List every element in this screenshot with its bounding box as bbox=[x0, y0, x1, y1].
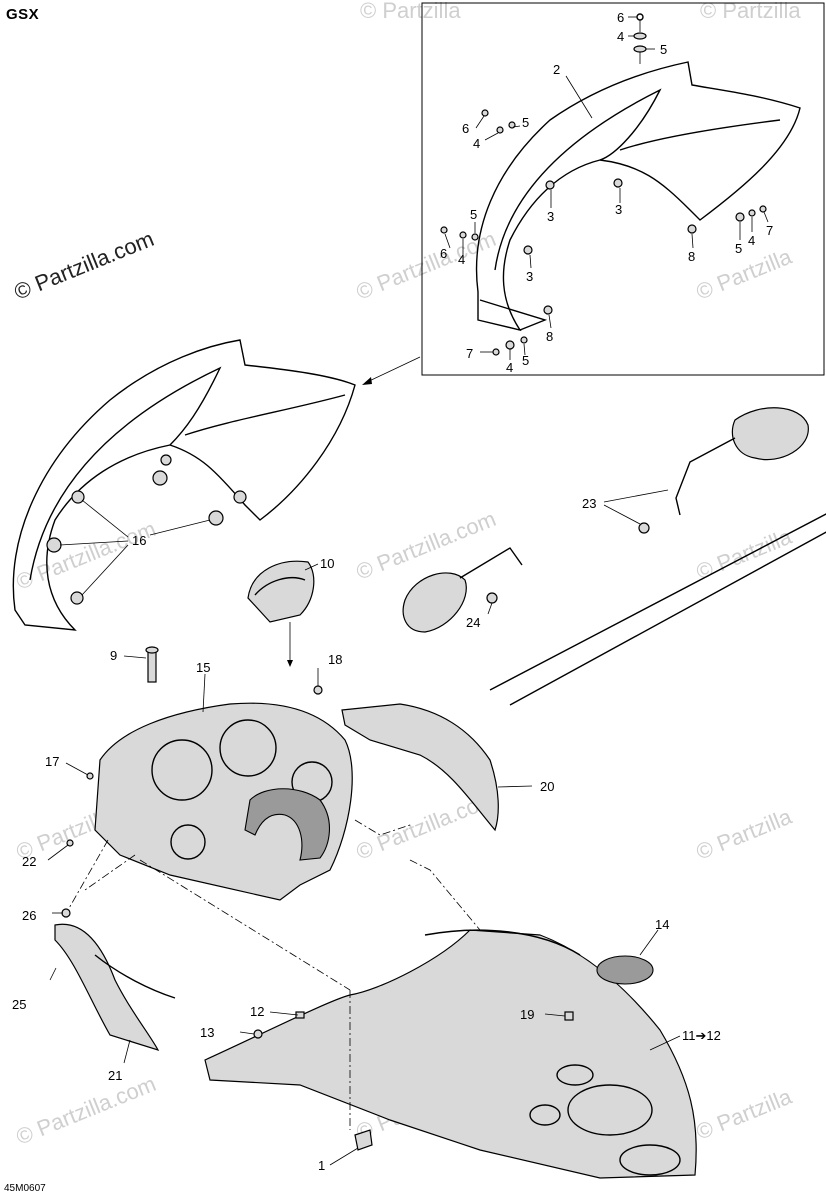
callout-5: 5 bbox=[470, 207, 477, 222]
callout-22: 22 bbox=[22, 854, 36, 869]
callout-labels: 6 4 5 2 6 5 4 3 3 5 6 4 3 8 5 4 7 8 7 4 … bbox=[12, 10, 773, 1173]
callout-26: 26 bbox=[22, 908, 36, 923]
callout-8: 8 bbox=[546, 329, 553, 344]
watermark: © Partzilla.com bbox=[353, 506, 500, 585]
callout-4: 4 bbox=[617, 29, 624, 44]
callout-13: 13 bbox=[200, 1025, 214, 1040]
callout-3: 3 bbox=[615, 202, 622, 217]
callout-3: 3 bbox=[547, 209, 554, 224]
callout-25: 25 bbox=[12, 997, 26, 1012]
callout-10: 10 bbox=[320, 556, 334, 571]
drawing-number: 45M0607 bbox=[4, 1183, 46, 1194]
instrument-cluster bbox=[47, 668, 353, 901]
callout-5: 5 bbox=[522, 115, 529, 130]
callout-12: 12 bbox=[250, 1004, 264, 1019]
callout-5: 5 bbox=[660, 42, 667, 57]
part-21 bbox=[49, 908, 176, 1064]
inset-arrow bbox=[364, 356, 421, 384]
part-10 bbox=[247, 560, 319, 667]
callout-15: 15 bbox=[196, 660, 210, 675]
callout-8: 8 bbox=[688, 249, 695, 264]
callout-4: 4 bbox=[473, 136, 480, 151]
callout-14: 14 bbox=[655, 917, 669, 932]
callout-6: 6 bbox=[462, 121, 469, 136]
callout-24: 24 bbox=[466, 615, 480, 630]
callout-11-12: 11➔12 bbox=[682, 1028, 721, 1043]
callout-16: 16 bbox=[132, 533, 146, 548]
callout-6: 6 bbox=[440, 246, 447, 261]
part-9 bbox=[123, 646, 159, 683]
inset-windshield bbox=[475, 61, 801, 332]
callout-23: 23 bbox=[582, 496, 596, 511]
callout-9: 9 bbox=[110, 648, 117, 663]
callout-19: 19 bbox=[520, 1007, 534, 1022]
watermark: © Partzilla bbox=[360, 0, 461, 23]
watermark: © Partzilla.com bbox=[13, 1071, 160, 1150]
watermark: © Partzilla bbox=[693, 243, 796, 304]
inset-hardware bbox=[440, 13, 767, 356]
callout-21: 21 bbox=[108, 1068, 122, 1083]
inset-frame bbox=[421, 2, 825, 376]
callout-17: 17 bbox=[45, 754, 59, 769]
callout-6: 6 bbox=[617, 10, 624, 25]
callout-7: 7 bbox=[466, 346, 473, 361]
callout-5: 5 bbox=[522, 353, 529, 368]
watermark: © Partzilla bbox=[693, 1083, 796, 1144]
callout-4: 4 bbox=[506, 360, 513, 375]
callout-3: 3 bbox=[526, 269, 533, 284]
callout-5: 5 bbox=[735, 241, 742, 256]
callout-1: 1 bbox=[318, 1158, 325, 1173]
model-label: GSX bbox=[6, 6, 40, 23]
lower-fairing bbox=[204, 929, 697, 1179]
watermark: © Partzilla.com bbox=[13, 516, 160, 595]
callout-7: 7 bbox=[766, 223, 773, 238]
watermark-main: © Partzilla.com bbox=[11, 226, 158, 305]
part-20 bbox=[341, 703, 533, 832]
callout-20: 20 bbox=[540, 779, 554, 794]
windshield bbox=[12, 339, 356, 631]
callout-4: 4 bbox=[458, 252, 465, 267]
inset-arrowhead bbox=[362, 377, 372, 385]
callout-18: 18 bbox=[328, 652, 342, 667]
assembly-lines bbox=[67, 819, 481, 1130]
watermark: © Partzilla bbox=[700, 0, 801, 23]
callout-4: 4 bbox=[748, 233, 755, 248]
inset-leaders bbox=[444, 16, 769, 360]
callout-2: 2 bbox=[553, 62, 560, 77]
watermark: © Partzilla bbox=[693, 803, 796, 864]
mirrors-handlebar bbox=[402, 407, 826, 706]
leaders-16 bbox=[59, 499, 211, 596]
